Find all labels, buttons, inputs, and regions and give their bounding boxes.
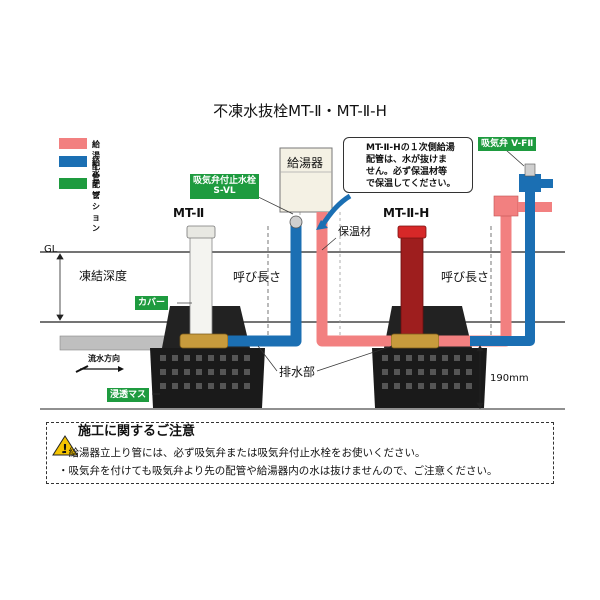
mt2h-label: MT-Ⅱ-H <box>383 206 430 220</box>
mt2-cap <box>186 225 216 239</box>
legend-swatch-option <box>59 178 87 189</box>
cover-tag: カバー <box>135 296 169 311</box>
flow-arrow <box>75 365 124 373</box>
callout-line-1: MT-Ⅱ-Hの１次側給湯 <box>366 143 455 153</box>
legend-label-cold: 給水配管 <box>92 158 100 200</box>
gl-label: GL <box>44 244 58 255</box>
legend-label-hot: 給湯配管 <box>92 140 100 182</box>
callout-line-4: で保温してください。 <box>366 179 456 190</box>
callout-arrow <box>319 193 352 228</box>
water-heater-label: 給湯器 <box>287 156 324 170</box>
cold-pipe-mt2-to-heater <box>228 222 302 347</box>
vf2-valve <box>524 163 536 177</box>
svg-text:!: ! <box>62 442 67 456</box>
legend-swatch-cold <box>59 156 87 167</box>
callout-line-3: せん。必ず保温材等 <box>366 167 448 178</box>
heater-valve <box>289 215 303 229</box>
cold-tee <box>519 174 541 192</box>
insulation-callout: MT-Ⅱ-Hの１次側給湯 配管は、水が抜けま せん。必ず保温材等 で保温してくだ… <box>343 137 473 193</box>
legend-label-option: オプション <box>92 180 100 233</box>
leader-lines <box>152 149 525 395</box>
freeze-depth-arrow <box>56 253 64 321</box>
water-heater <box>279 147 333 213</box>
mt2h-cap <box>397 225 427 239</box>
svl-tag-line1: 吸気弁付止水栓 <box>193 176 257 186</box>
cold-branch <box>541 179 553 188</box>
valve-box-right-holes <box>382 355 472 389</box>
nominal-length-right-label: 呼び長さ <box>441 270 490 284</box>
vf2-tag: 吸気弁 V-FⅡ <box>478 137 537 152</box>
dimension-190-label: 190mm <box>490 373 529 384</box>
valve-box-left-holes <box>160 355 250 389</box>
hot-pipe-heater-to-mt2h <box>316 212 391 347</box>
notice-box <box>46 422 554 484</box>
seepage-tag: 浸透マス <box>107 388 150 403</box>
freeze-depth-label: 凍結深度 <box>79 269 128 283</box>
insulation-label: 保温材 <box>338 225 371 238</box>
diagram-title: 不凍水抜栓MT-Ⅱ・MT-Ⅱ-H <box>213 102 387 120</box>
notice-item-1: ・給湯器立上り管には、必ず吸気弁または吸気弁付止水栓をお使いください。 <box>58 447 426 459</box>
flow-direction-label: 流水方向 <box>88 354 120 363</box>
nominal-length-dashes <box>267 226 492 344</box>
dimension-190 <box>476 345 484 409</box>
warning-icon <box>52 435 78 456</box>
mt2-label: MT-Ⅱ <box>173 206 205 220</box>
mt2-riser <box>189 235 213 343</box>
nominal-length-left-label: 呼び長さ <box>233 270 282 284</box>
notice-title: 施工に関するご注意 <box>78 424 196 439</box>
hot-tee <box>493 195 519 217</box>
cold-pipe-right <box>470 190 535 346</box>
svl-tag-line2: S-VL <box>213 186 236 197</box>
callout-line-2: 配管は、水が抜けま <box>366 155 448 166</box>
mt2h-valve-body <box>390 333 440 349</box>
valve-box-left <box>150 348 265 408</box>
mt2-valve-body <box>179 333 229 349</box>
valve-box-right <box>372 348 487 408</box>
drain-label: 排水部 <box>279 365 316 379</box>
legend-swatch-hot <box>59 138 87 149</box>
svl-tag: 吸気弁付止水栓 S-VL <box>190 174 260 199</box>
notice-item-2: ・吸気弁を付けても吸気弁より先の配管や給湯器内の水は抜けませんので、ご注意くださ… <box>58 465 498 477</box>
mt2h-riser <box>400 235 424 343</box>
